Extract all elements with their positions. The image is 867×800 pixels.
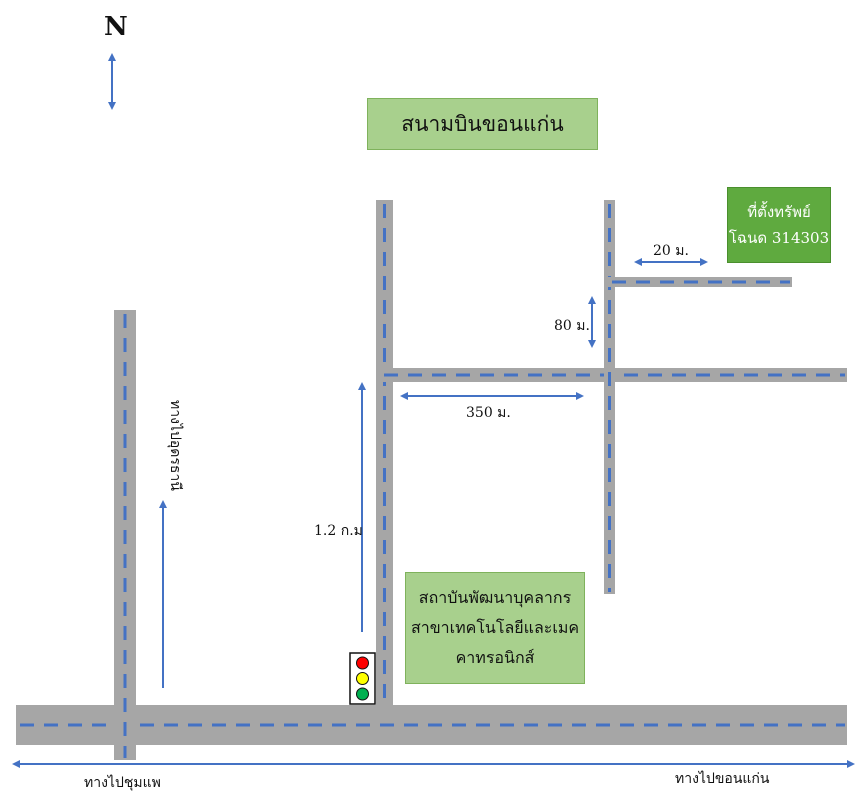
distance-20-label: 20 ม. <box>653 243 689 259</box>
traffic-light-icon <box>349 652 376 705</box>
institute-line2: สาขาเทคโนโลยีและเมค <box>410 618 580 637</box>
road-to-udon <box>114 310 136 760</box>
distance-80-label: 80 ม. <box>554 318 590 334</box>
road-middle <box>376 200 393 706</box>
property-box: ที่ตั้งทรัพย์ โฉนด 314303 <box>727 187 831 263</box>
road-branch <box>608 277 792 287</box>
east-direction-label: ทางไปขอนแก่น <box>675 771 770 787</box>
property-line2: โฉนด 314303 <box>728 229 830 247</box>
property-line1: ที่ตั้งทรัพย์ <box>747 203 811 221</box>
airport-box: สนามบินขอนแก่น <box>367 98 598 150</box>
main-road <box>16 705 847 745</box>
road-right <box>604 200 615 594</box>
distance-1200-label: 1.2 ก.ม <box>314 523 363 539</box>
institute-line1: สถาบันพัฒนาบุคลากร <box>418 588 572 607</box>
institute-line3: คาทรอนิกส์ <box>455 648 535 667</box>
distance-350-label: 350 ม. <box>466 405 511 421</box>
north-label: N <box>104 12 128 42</box>
west-direction-label: ทางไปชุมแพ <box>84 775 161 791</box>
institute-box: สถาบันพัฒนาบุคลากร สาขาเทคโนโลยีและเมค ค… <box>405 572 585 684</box>
airport-label: สนามบินขอนแก่น <box>401 111 564 136</box>
udon-direction-label: ทางไปอุดรธานี <box>167 400 183 491</box>
